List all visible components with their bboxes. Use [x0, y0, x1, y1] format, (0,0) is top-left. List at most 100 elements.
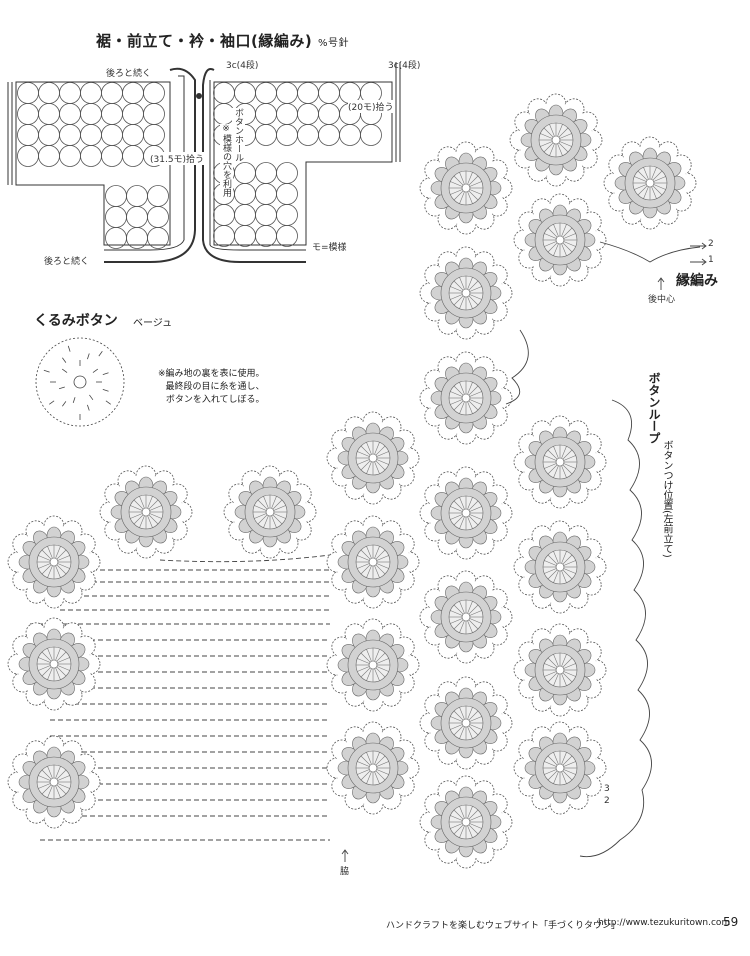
flower-motif [326, 721, 420, 815]
motif-spoke [376, 658, 389, 664]
motif-spoke [559, 141, 572, 147]
motif-spoke [375, 564, 386, 575]
button-stitch [98, 351, 103, 357]
motif-spoke [375, 652, 386, 663]
motif-ring [49, 659, 59, 669]
motif-spoke [561, 570, 567, 583]
motif-spoke [544, 663, 557, 669]
motif-spoke [562, 770, 573, 781]
row-3-label: 3 [604, 784, 610, 794]
motif-spoke [55, 546, 61, 559]
motif-spoke [653, 184, 666, 190]
buttonhole-note: ※模様の穴を利用 [220, 124, 233, 197]
flower-motif [513, 415, 607, 509]
motif-spoke [450, 181, 463, 187]
motif-spoke [453, 604, 464, 615]
motif-spoke [558, 127, 569, 138]
button-note-line3: ボタンを入れてしぼる。 [165, 395, 265, 405]
back-continue-top: 後ろと続く [106, 69, 152, 79]
motif-spoke [561, 771, 567, 784]
motif-spoke [376, 666, 389, 672]
flower-motif [99, 465, 193, 559]
motif-spoke [56, 549, 67, 560]
motif-spoke [56, 769, 67, 780]
motif-spoke [453, 295, 464, 306]
motif-spoke [374, 649, 380, 662]
button-stitch [62, 357, 67, 363]
motif-spoke [467, 382, 473, 395]
motif-spoke [553, 673, 559, 686]
motif-spoke [47, 565, 53, 578]
motif-spoke [469, 391, 482, 397]
motif-spoke [467, 601, 473, 614]
motif-spoke [553, 243, 559, 256]
motif-spoke [562, 554, 573, 565]
legend-label: モ=模様 [312, 243, 347, 253]
motif-spoke [453, 619, 464, 630]
motif-ring [368, 763, 378, 773]
motif-spoke [467, 726, 473, 739]
motif-ring [555, 457, 565, 467]
motif-spoke [47, 546, 53, 559]
motif-spoke [360, 460, 371, 471]
motif-spoke [469, 399, 482, 405]
button-stitch [89, 394, 94, 401]
motif-spoke [562, 227, 573, 238]
motif-spoke [469, 716, 482, 722]
motif-spoke [374, 565, 380, 578]
motif-spoke [149, 505, 162, 511]
motif-spoke [139, 496, 145, 509]
motif-spoke [376, 761, 389, 767]
motif-ring [461, 612, 471, 622]
motif-spoke [254, 513, 267, 519]
motif-ring [461, 718, 471, 728]
motif-spoke [544, 761, 557, 767]
button-stitch [61, 368, 68, 373]
motif-spoke [563, 663, 576, 669]
motif-spoke [459, 172, 465, 185]
motif-spoke [468, 295, 479, 306]
motif-spoke [57, 665, 70, 671]
motif-spoke [562, 569, 573, 580]
motif-spoke [553, 771, 559, 784]
motif-spoke [547, 657, 558, 668]
pick-front-label: (31.5モ)拾う [150, 152, 205, 165]
flower-motif [7, 735, 101, 829]
motif-ring [461, 393, 471, 403]
motif-spoke [56, 784, 67, 795]
motif-spoke [468, 619, 479, 630]
motif-spoke [553, 446, 559, 459]
motif-spoke [544, 233, 557, 239]
edging-curve [159, 554, 331, 563]
motif-spoke [562, 755, 573, 766]
button-stitch [105, 400, 111, 405]
button-stitch [102, 372, 109, 375]
motif-spoke [553, 551, 559, 564]
flower-motif [509, 93, 603, 187]
motif-spoke [643, 186, 649, 199]
motif-spoke [547, 449, 558, 460]
motif-spoke [563, 455, 576, 461]
motif-spoke [453, 385, 464, 396]
motif-spoke [562, 672, 573, 683]
motif-spoke [450, 391, 463, 397]
motif-spoke [366, 771, 372, 784]
motif-spoke [55, 667, 61, 680]
motif-spoke [376, 563, 389, 569]
motif-spoke [375, 770, 386, 781]
motif-spoke [376, 555, 389, 561]
motif-spoke [357, 563, 370, 569]
motif-spoke [553, 654, 559, 667]
motif-spoke [459, 620, 465, 633]
motif-spoke [453, 175, 464, 186]
motif-spoke [47, 785, 53, 798]
motif-ring [555, 763, 565, 773]
motif-spoke [57, 775, 70, 781]
motif-spoke [273, 513, 286, 519]
motif-ring [461, 288, 471, 298]
rows-label-sleeve: 3c(4段) [388, 61, 421, 71]
motif-spoke [357, 459, 370, 465]
motif-spoke [469, 815, 482, 821]
motif-spoke [38, 665, 51, 671]
